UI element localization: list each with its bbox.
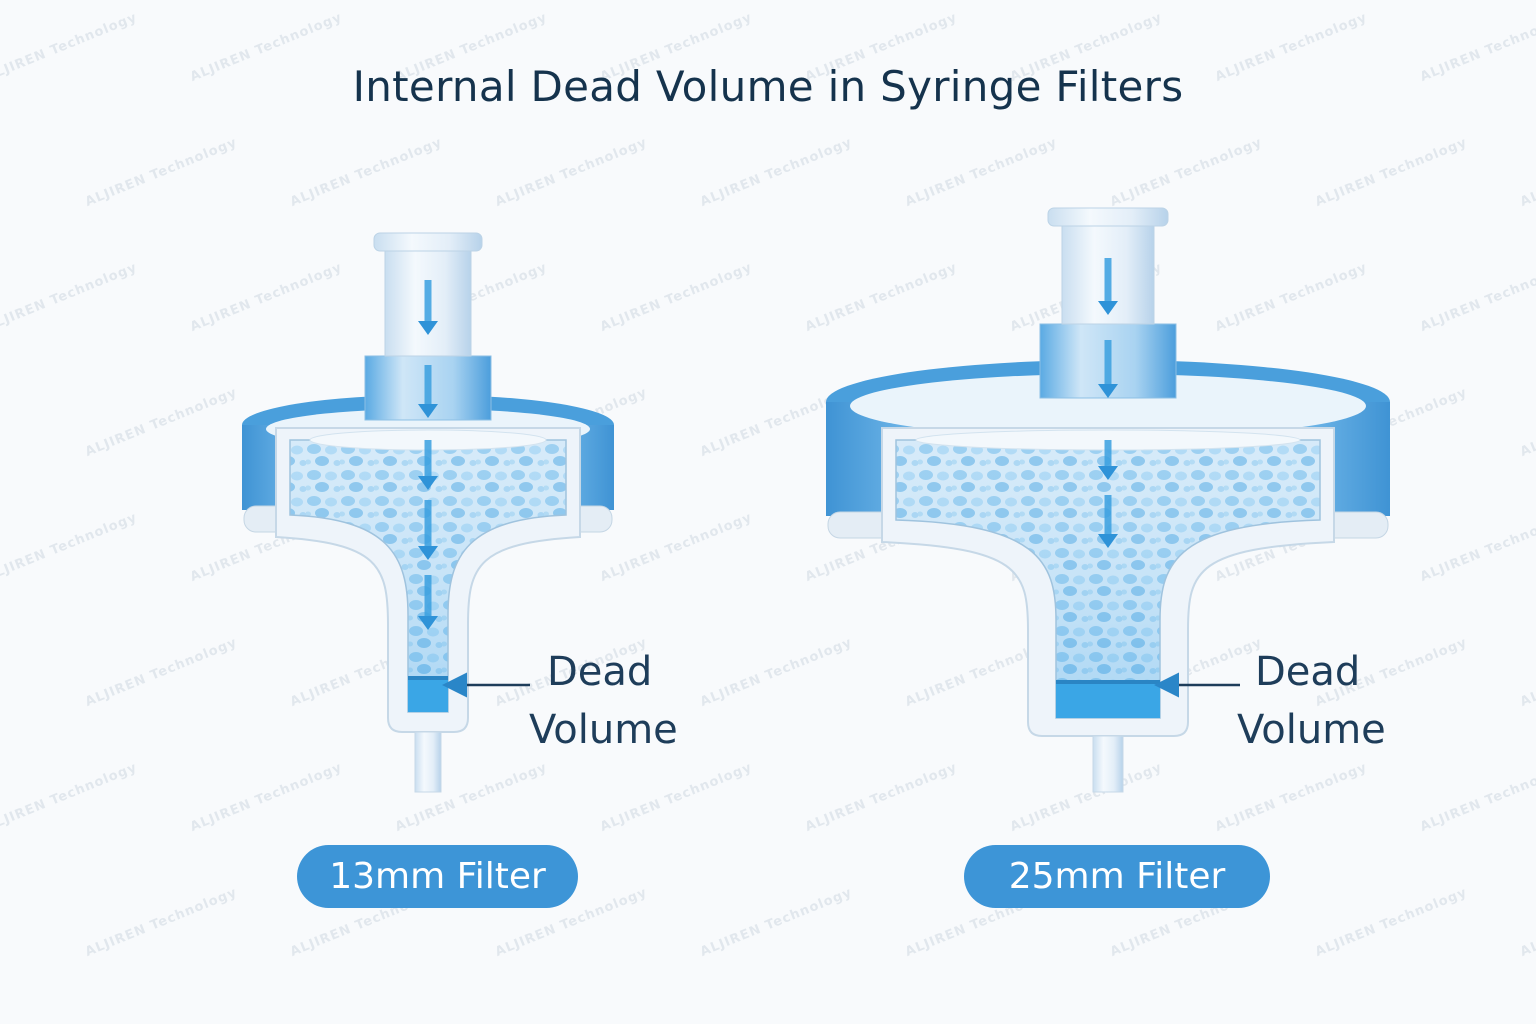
- filter-13mm-badge: 13mm Filter: [297, 845, 578, 908]
- flow-arrow-head: [418, 404, 438, 418]
- flow-arrow-head: [418, 546, 438, 560]
- filter-13mm-illustration: [242, 232, 614, 793]
- inlet-cap: [1047, 207, 1169, 227]
- flow-arrow-head: [418, 321, 438, 335]
- dead-volume-region: [408, 676, 448, 712]
- filter-25mm-badge: 25mm Filter: [964, 845, 1270, 908]
- flow-arrow-head: [418, 476, 438, 490]
- filter-25mm-illustration: [826, 207, 1390, 793]
- dead-volume-label-13mm-line1: Dead: [547, 649, 653, 695]
- flow-arrow-head: [418, 616, 438, 630]
- inlet-cap: [373, 232, 483, 252]
- dead-volume-label-25mm-line1: Dead: [1255, 649, 1361, 695]
- flow-arrow-head: [1098, 384, 1118, 398]
- page-title: Internal Dead Volume in Syringe Filters: [352, 62, 1184, 111]
- dead-volume-surface: [408, 676, 448, 680]
- flow-arrow-head: [1098, 301, 1118, 315]
- housing-inner-top: [850, 374, 1366, 438]
- outlet-tip: [414, 731, 442, 793]
- dead-volume-label-13mm-line2: Volume: [529, 707, 678, 753]
- dead-volume-region: [1056, 680, 1160, 718]
- outlet-tip: [1092, 735, 1124, 793]
- flow-arrow-head: [1098, 466, 1118, 480]
- dead-volume-label-25mm-line2: Volume: [1237, 707, 1386, 753]
- flow-arrow-head: [1098, 534, 1118, 548]
- dead-volume-surface: [1056, 680, 1160, 684]
